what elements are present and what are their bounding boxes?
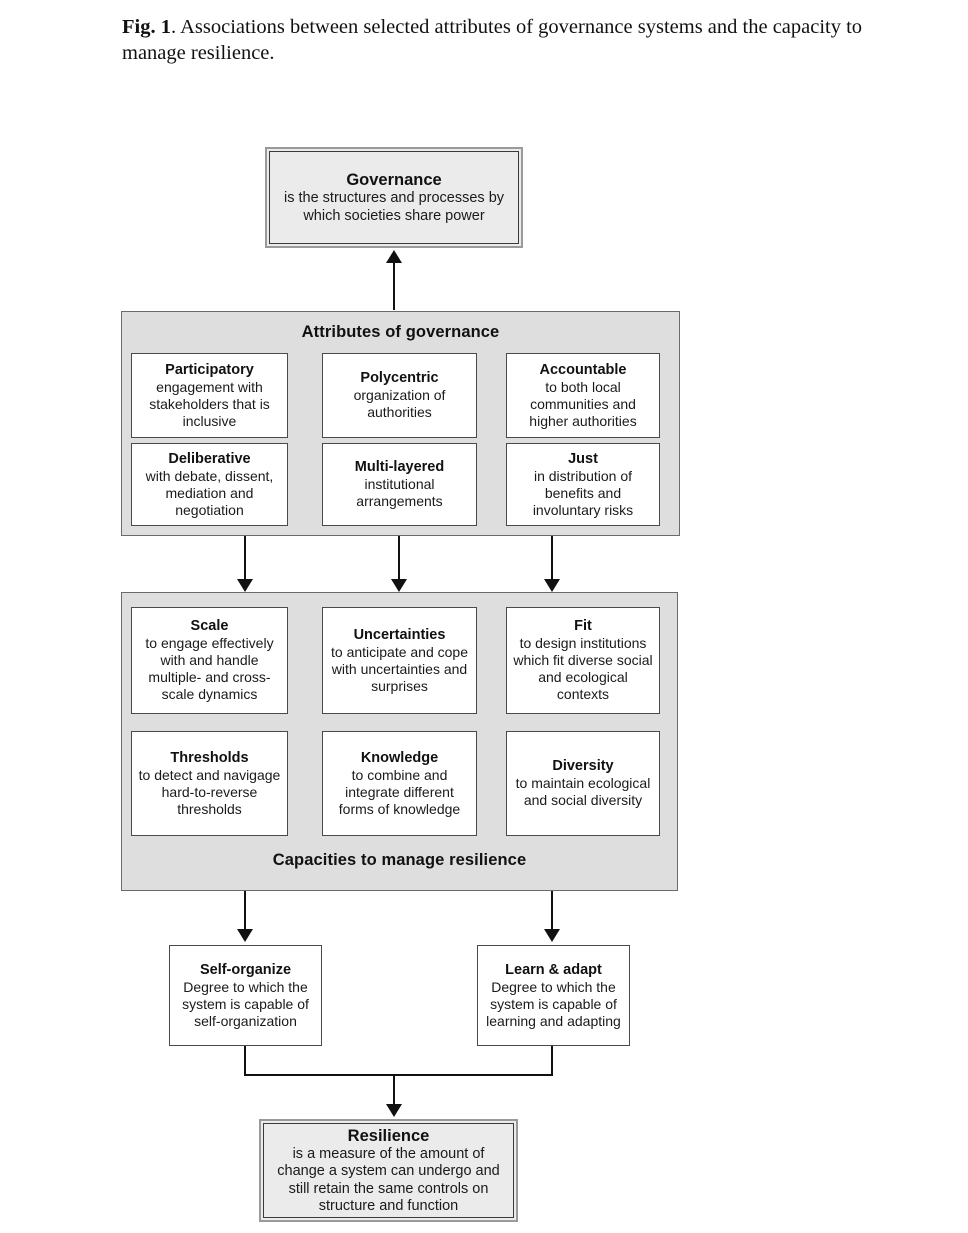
node-fit-body: to design institutions which fit diverse… — [513, 635, 653, 702]
node-knowledge[interactable]: Knowledge to combine and integrate diffe… — [322, 731, 477, 836]
node-participatory-title: Participatory — [165, 361, 254, 378]
node-resilience[interactable]: Resilience is a measure of the amount of… — [259, 1119, 518, 1222]
figure-label: Fig. 1 — [122, 16, 171, 38]
connector-cap-to-selforganize-arrowhead — [237, 929, 253, 942]
node-accountable-body: to both local communities and higher aut… — [529, 378, 637, 429]
connector-cap-to-learnadapt-line — [551, 891, 553, 933]
panel-capacities-title: Capacities to manage resilience — [272, 851, 527, 869]
node-just-title: Just — [568, 450, 598, 467]
node-just[interactable]: Just in distribution of benefits and inv… — [506, 443, 660, 526]
node-deliberative[interactable]: Deliberative with debate, dissent, media… — [131, 443, 288, 526]
node-diversity[interactable]: Diversity to maintain ecological and soc… — [506, 731, 660, 836]
node-knowledge-body: to combine and integrate different forms… — [338, 766, 461, 817]
node-self-organize-title: Self-organize — [199, 961, 292, 978]
node-diversity-body: to maintain ecological and social divers… — [515, 775, 651, 808]
connector-merge-bar — [244, 1074, 553, 1076]
node-participatory-body: engagement with stakeholders that is inc… — [149, 378, 270, 429]
connector-attr-to-cap-line-1 — [244, 536, 246, 583]
connector-merge-to-resilience-arrowhead — [386, 1104, 402, 1117]
connector-merge-to-resilience-line — [393, 1074, 395, 1108]
node-fit[interactable]: Fit to design institutions which fit div… — [506, 607, 660, 714]
connector-attr-to-cap-arrowhead-1 — [237, 579, 253, 592]
connector-selforganize-drop — [244, 1046, 246, 1076]
node-polycentric-body: organization of authorities — [353, 387, 446, 420]
node-uncertainties-title: Uncertainties — [353, 626, 446, 643]
panel-attributes-title: Attributes of governance — [301, 323, 500, 341]
node-scale-body: to engage effectively with and handle mu… — [145, 635, 274, 702]
node-participatory[interactable]: Participatory engagement with stakeholde… — [131, 353, 288, 438]
node-uncertainties[interactable]: Uncertainties to anticipate and cope wit… — [322, 607, 477, 714]
node-scale-title: Scale — [190, 618, 229, 634]
connector-attr-to-cap-arrowhead-2 — [391, 579, 407, 592]
connector-attributes-to-governance-line — [393, 262, 395, 310]
node-scale[interactable]: Scale to engage effectively with and han… — [131, 607, 288, 714]
node-multi-layered-body: institutional arrangements — [356, 476, 443, 509]
node-polycentric[interactable]: Polycentric organization of authorities — [322, 353, 477, 438]
node-polycentric-title: Polycentric — [360, 370, 439, 386]
connector-attributes-to-governance-arrowhead — [386, 250, 402, 263]
node-self-organize-body: Degree to which the system is capable of… — [182, 978, 309, 1029]
node-thresholds-title: Thresholds — [170, 749, 249, 766]
node-resilience-body: is a measure of the amount of change a s… — [277, 1145, 500, 1215]
node-learn-adapt-title: Learn & adapt — [505, 961, 602, 978]
node-just-body: in distribution of benefits and involunt… — [532, 467, 634, 518]
node-deliberative-body: with debate, dissent, mediation and nego… — [145, 467, 274, 518]
node-governance-inner: Governance is the structures and process… — [269, 151, 519, 244]
node-learn-adapt-body: Degree to which the system is capable of… — [486, 978, 621, 1029]
node-governance-title: Governance — [346, 171, 442, 189]
node-accountable-title: Accountable — [539, 361, 627, 378]
node-resilience-inner: Resilience is a measure of the amount of… — [263, 1123, 514, 1218]
node-governance-body: is the structures and processes by which… — [283, 190, 505, 224]
connector-attr-to-cap-arrowhead-3 — [544, 579, 560, 592]
connector-learnadapt-drop — [551, 1046, 553, 1076]
node-thresholds[interactable]: Thresholds to detect and navigage hard-t… — [131, 731, 288, 836]
connector-attr-to-cap-line-2 — [398, 536, 400, 583]
figure-caption-text: . Associations between selected attribut… — [122, 16, 863, 64]
node-governance[interactable]: Governance is the structures and process… — [265, 147, 523, 248]
node-knowledge-title: Knowledge — [360, 749, 439, 766]
node-multi-layered[interactable]: Multi-layered institutional arrangements — [322, 443, 477, 526]
connector-cap-to-selforganize-line — [244, 891, 246, 933]
node-multi-layered-title: Multi-layered — [354, 459, 445, 475]
node-accountable[interactable]: Accountable to both local communities an… — [506, 353, 660, 438]
node-self-organize[interactable]: Self-organize Degree to which the system… — [169, 945, 322, 1046]
connector-cap-to-learnadapt-arrowhead — [544, 929, 560, 942]
node-thresholds-body: to detect and navigage hard-to-reverse t… — [138, 766, 281, 817]
node-deliberative-title: Deliberative — [168, 450, 251, 467]
node-resilience-title: Resilience — [347, 1126, 430, 1145]
node-uncertainties-body: to anticipate and cope with uncertaintie… — [331, 643, 468, 694]
node-fit-title: Fit — [574, 618, 592, 634]
node-learn-adapt[interactable]: Learn & adapt Degree to which the system… — [477, 945, 630, 1046]
connector-attr-to-cap-line-3 — [551, 536, 553, 583]
node-diversity-title: Diversity — [552, 758, 614, 774]
figure-caption: Fig. 1. Associations between selected at… — [122, 14, 882, 66]
